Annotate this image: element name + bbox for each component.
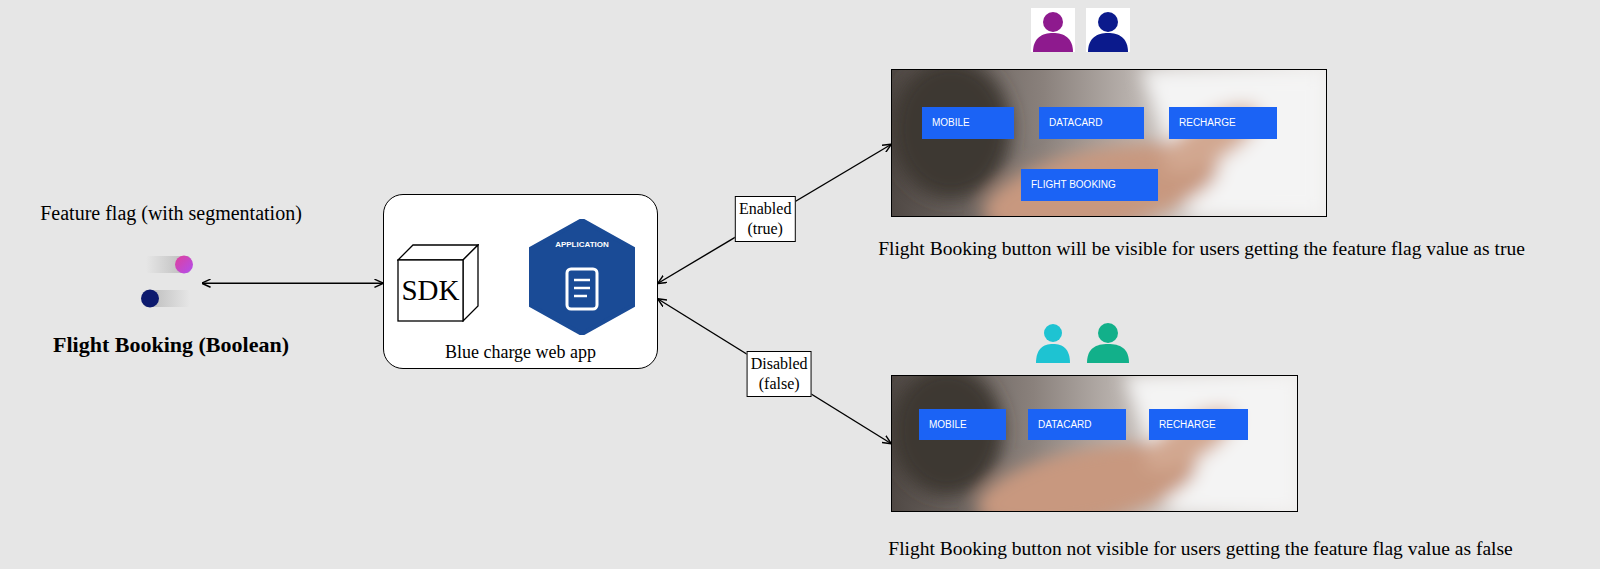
toggle-on <box>146 256 190 273</box>
menu-button: RECHARGE <box>1169 107 1277 139</box>
menu-button: FLIGHT BOOKING <box>1021 169 1158 201</box>
button-label: DATACARD <box>1038 409 1092 440</box>
panel-caption: Flight Booking button will be visible fo… <box>878 238 1525 260</box>
shape-outline <box>529 219 635 335</box>
button-label: FLIGHT BOOKING <box>1031 169 1116 201</box>
application-hexagon: APPLICATION <box>529 219 635 335</box>
panel-photo <box>891 375 1298 512</box>
sdk-cube: SDK <box>397 244 479 322</box>
connector-arrow <box>658 299 891 444</box>
box-label: Blue charge web app <box>384 342 657 363</box>
panel-caption: Flight Booking button not visible for us… <box>888 538 1512 560</box>
flag-title: Feature flag (with segmentation) <box>40 202 302 225</box>
flag-name: Flight Booking (Boolean) <box>53 332 289 358</box>
user-icon <box>1036 324 1070 363</box>
button-label: RECHARGE <box>1179 107 1236 139</box>
connector-arrow <box>658 144 891 283</box>
feature-flag: Feature flag (with segmentation)Flight B… <box>140 248 202 312</box>
connector-arrow <box>202 283 383 284</box>
menu-button: MOBILE <box>919 409 1006 440</box>
button-label: DATACARD <box>1049 107 1103 139</box>
toggle-knob <box>141 290 159 308</box>
menu-button: MOBILE <box>922 107 1014 139</box>
toggle-off <box>144 290 190 307</box>
menu-button: DATACARD <box>1028 409 1126 440</box>
user-icon <box>1086 8 1130 52</box>
cube-label: SDK <box>398 260 463 321</box>
button-label: MOBILE <box>932 107 970 139</box>
button-label: RECHARGE <box>1159 409 1216 440</box>
user-icon <box>1087 323 1129 363</box>
screen-panel: Flight Booking button will be visible fo… <box>891 69 1327 217</box>
edge-label: Enabled (true) <box>735 196 795 242</box>
user-icon <box>1031 8 1075 52</box>
web-app-box: Blue charge web app SDK APPLICATION <box>383 194 658 369</box>
toggle-knob <box>175 256 193 274</box>
screen-panel: Flight Booking button not visible for us… <box>891 375 1298 512</box>
button-label: MOBILE <box>929 409 967 440</box>
menu-button: DATACARD <box>1039 107 1144 139</box>
menu-button: RECHARGE <box>1149 409 1248 440</box>
edge-label: Disabled (false) <box>747 351 812 397</box>
hex-label: APPLICATION <box>529 240 635 249</box>
